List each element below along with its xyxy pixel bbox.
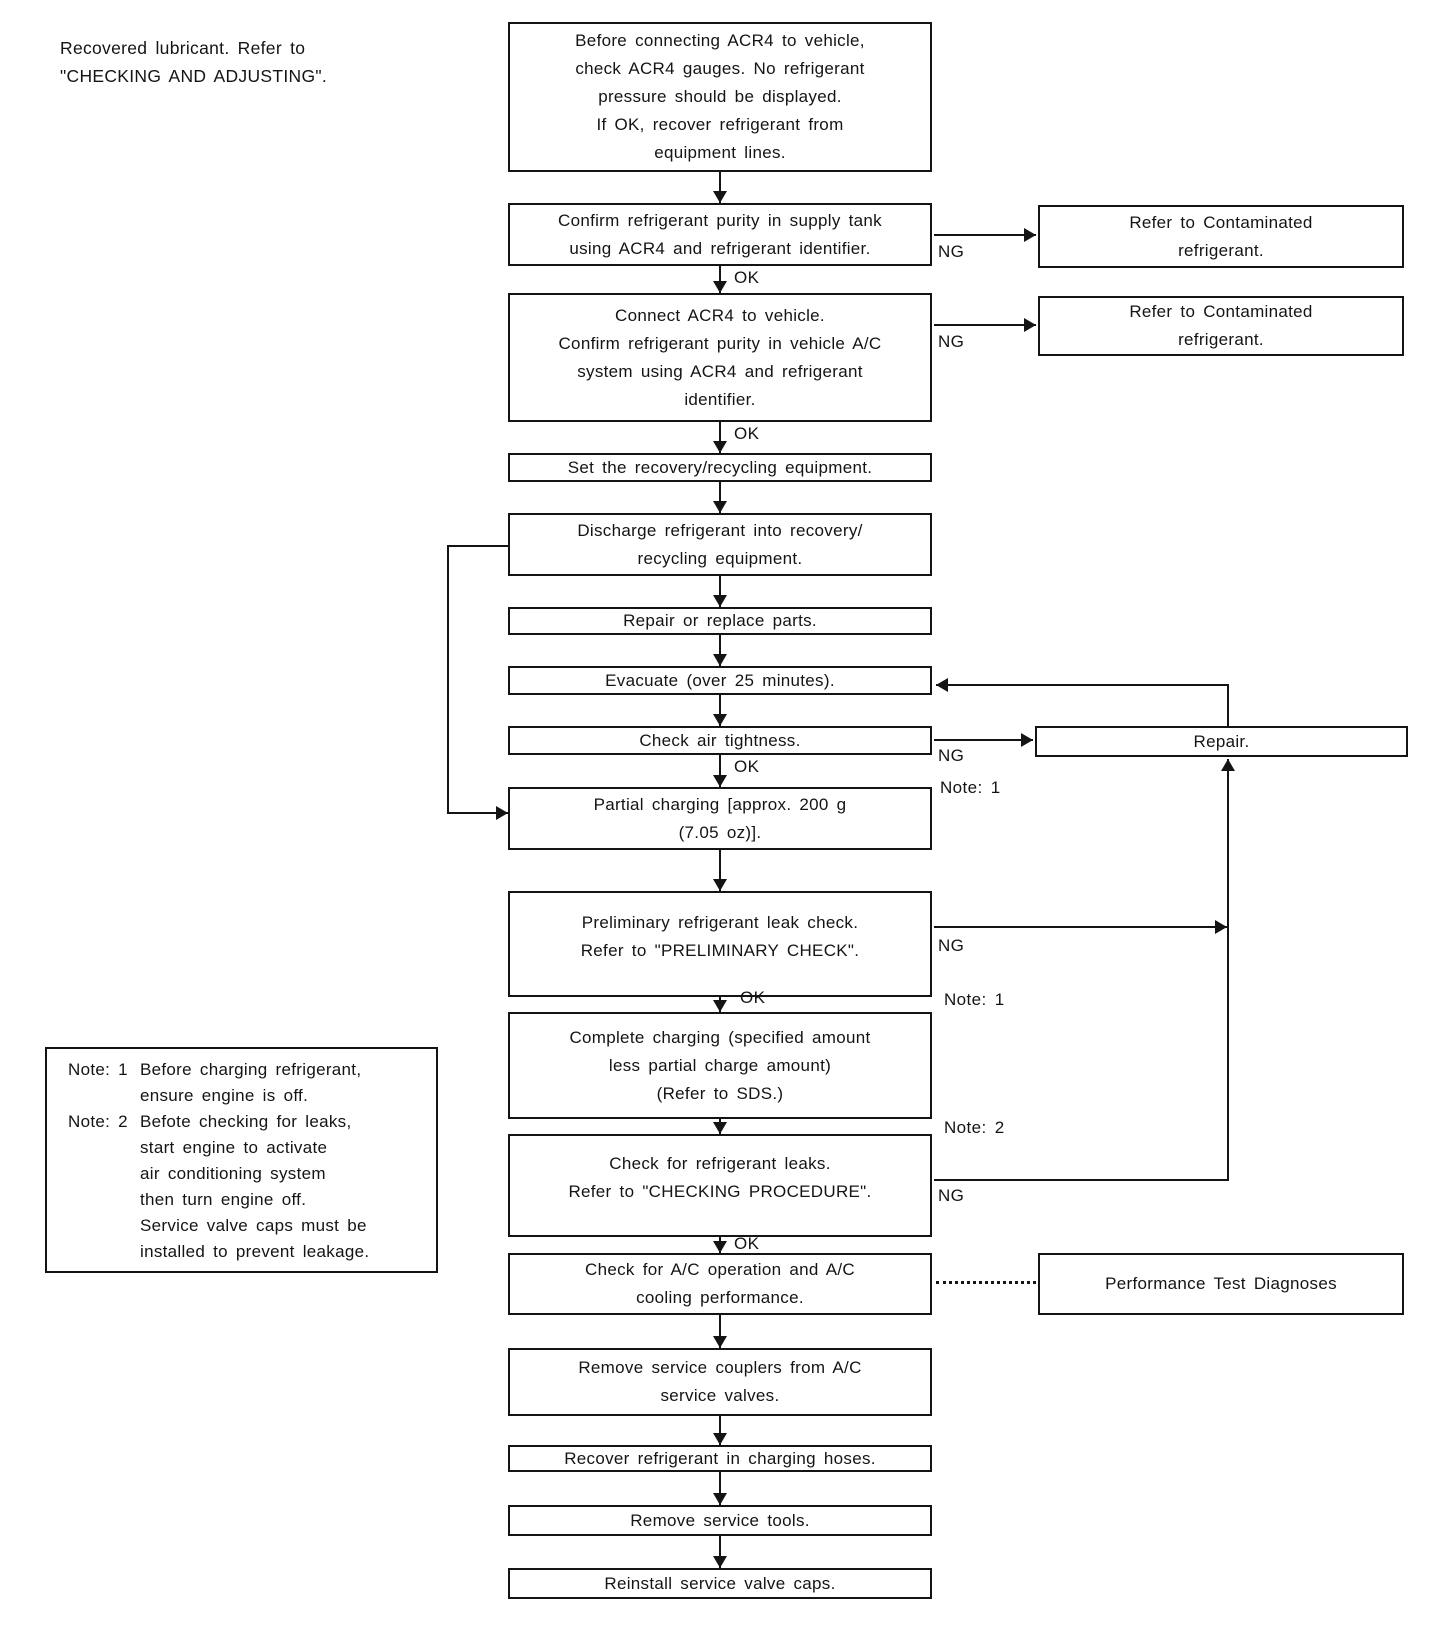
arrow-ng-riser-to-repair: [1221, 759, 1235, 1180]
arrow-ng-connect-to-contaminated2: [934, 318, 1036, 332]
node-preliminary-check: Preliminary refrigerant leak check. Refe…: [508, 891, 932, 997]
ng-label-airtightness: NG: [938, 746, 965, 765]
arrow-set-to-discharge: [713, 482, 727, 513]
ng-label-confirm: NG: [938, 242, 965, 261]
arrow-recover-to-tools: [713, 1472, 727, 1505]
note-1-row: Note: 1 Before charging refrigerant, ens…: [68, 1057, 428, 1109]
arrow-repair-return-to-evacuate: [936, 678, 1229, 692]
arrow-confirm-to-connect: [713, 266, 727, 293]
arrow-discharge-to-repairreplace: [713, 576, 727, 607]
node-remove-tools: Remove service tools.: [508, 1505, 932, 1536]
arrow-acoperation-to-couplers: [713, 1315, 727, 1348]
arrow-loop-to-partial: [447, 806, 508, 820]
ok-label-leakcheck: OK: [734, 1234, 760, 1253]
ng-label-preliminary: NG: [938, 936, 965, 955]
arrow-preliminary-to-complete: [713, 997, 727, 1012]
note-2-text: Befote checking for leaks, start engine …: [140, 1112, 370, 1261]
ok-label-connect: OK: [734, 424, 760, 443]
arrow-check-gauges-to-confirm: [713, 172, 727, 203]
node-reinstall-caps: Reinstall service valve caps.: [508, 1568, 932, 1599]
node-set-equipment: Set the recovery/recycling equipment.: [508, 453, 932, 482]
arrow-evacuate-to-airtightness: [713, 695, 727, 726]
node-recover-hoses: Recover refrigerant in charging hoses.: [508, 1445, 932, 1472]
node-discharge: Discharge refrigerant into recovery/ rec…: [508, 513, 932, 576]
arrow-airtightness-to-partial: [713, 755, 727, 787]
arrow-ng-preliminary-to-riser: [934, 920, 1227, 934]
node-performance-test-diagnoses: Performance Test Diagnoses: [1038, 1253, 1404, 1315]
ok-label-airtightness: OK: [734, 757, 760, 776]
notes-box: [45, 1047, 438, 1273]
arrow-complete-to-leakcheck: [713, 1119, 727, 1134]
arrow-couplers-to-recover: [713, 1416, 727, 1445]
note1-ref-partial: Note: 1: [940, 778, 1001, 797]
note2-ref-leakcheck: Note: 2: [944, 1118, 1005, 1137]
node-partial-charging: Partial charging [approx. 200 g (7.05 oz…: [508, 787, 932, 850]
node-confirm-supply-purity: Confirm refrigerant purity in supply tan…: [508, 203, 932, 266]
line-repair-return-vertical: [1227, 684, 1229, 726]
line-loop-vertical: [447, 545, 449, 813]
node-repair: Repair.: [1035, 726, 1408, 757]
node-complete-charging: Complete charging (specified amount less…: [508, 1012, 932, 1119]
node-evacuate: Evacuate (over 25 minutes).: [508, 666, 932, 695]
intro-note: Recovered lubricant. Refer to "CHECKING …: [60, 38, 328, 86]
arrow-connect-to-set: [713, 422, 727, 453]
note-2-row: Note: 2 Befote checking for leaks, start…: [68, 1109, 428, 1265]
arrow-ng-airtightness-to-repair: [934, 733, 1033, 747]
node-leak-check: Check for refrigerant leaks. Refer to "C…: [508, 1134, 932, 1237]
arrow-leakcheck-to-acoperation: [713, 1237, 727, 1253]
note-2-label: Note: 2: [68, 1112, 128, 1131]
arrow-repairreplace-to-evacuate: [713, 635, 727, 666]
arrow-ng-confirm-to-contaminated1: [934, 228, 1036, 242]
dotted-connector-performance-test: [936, 1281, 1036, 1284]
ok-label-preliminary: OK: [740, 988, 766, 1007]
line-loop-top: [447, 545, 508, 547]
node-contaminated-refrigerant-2: Refer to Contaminated refrigerant.: [1038, 296, 1404, 356]
node-ac-operation: Check for A/C operation and A/C cooling …: [508, 1253, 932, 1315]
node-air-tightness: Check air tightness.: [508, 726, 932, 755]
node-connect-vehicle: Connect ACR4 to vehicle. Confirm refrige…: [508, 293, 932, 422]
note1-ref-complete: Note: 1: [944, 990, 1005, 1009]
node-repair-replace: Repair or replace parts.: [508, 607, 932, 635]
arrow-partial-to-preliminary: [713, 850, 727, 891]
node-remove-couplers: Remove service couplers from A/C service…: [508, 1348, 932, 1416]
ok-label-confirm: OK: [734, 268, 760, 287]
node-contaminated-refrigerant-1: Refer to Contaminated refrigerant.: [1038, 205, 1404, 268]
ng-label-leakcheck: NG: [938, 1186, 965, 1205]
arrow-tools-to-caps: [713, 1536, 727, 1568]
note-1-text: Before charging refrigerant, ensure engi…: [140, 1060, 362, 1105]
ng-label-connect: NG: [938, 332, 965, 351]
line-ng-leakcheck-horizontal: [934, 1179, 1229, 1181]
note-1-label: Note: 1: [68, 1060, 128, 1079]
node-check-gauges: Before connecting ACR4 to vehicle, check…: [508, 22, 932, 172]
